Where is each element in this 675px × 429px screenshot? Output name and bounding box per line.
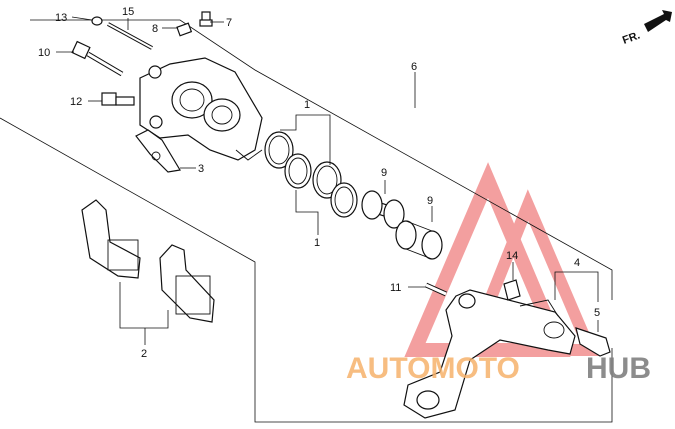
callout-2: 2: [141, 348, 147, 360]
callout-6: 6: [411, 61, 417, 73]
callout-12: 12: [70, 96, 82, 108]
watermark-text: AUTOMOTO HUB: [346, 352, 651, 385]
watermark-text-part1: AUTOMOTO: [346, 352, 520, 385]
callout-5: 5: [594, 307, 600, 319]
front-direction-arrow-icon: [644, 10, 672, 32]
callout-11: 11: [390, 282, 401, 294]
callout-10: 10: [38, 47, 50, 59]
watermark-logo: [404, 162, 600, 357]
part-bracket[interactable]: [403, 289, 576, 419]
part-plug-14[interactable]: [91, 16, 103, 26]
callout-7: 7: [226, 17, 232, 29]
callout-1-top: 1: [304, 99, 310, 111]
callout-3: 3: [198, 163, 204, 175]
part-bolt-12[interactable]: [101, 92, 135, 106]
part-seals-1[interactable]: [264, 131, 358, 218]
assembly-outline-top: [30, 19, 613, 300]
part-clip-4-5[interactable]: [575, 327, 611, 357]
direction-label: FR.: [621, 29, 642, 46]
callout-8: 8: [152, 23, 158, 35]
part-piston-9a[interactable]: [361, 190, 405, 229]
callout-9-a: 9: [381, 167, 387, 179]
callout-1-bottom: 1: [314, 237, 320, 249]
callout-15: 15: [122, 6, 134, 18]
callout-13: 14: [506, 250, 518, 262]
watermark-text-part2: HUB: [586, 352, 651, 385]
leader-lines: [56, 16, 599, 345]
callout-4: 4: [574, 257, 580, 269]
callout-labels: 13 15 8 7 10 6 12 1 3 9 9 1 14 4 11 5 2: [38, 6, 600, 360]
callout-14: 13: [55, 12, 67, 24]
part-spring-3[interactable]: [135, 129, 181, 173]
part-pin-15[interactable]: [107, 22, 153, 50]
part-caliper-body[interactable]: [139, 57, 263, 161]
part-boot-13[interactable]: [503, 279, 521, 301]
part-fitting-8[interactable]: [176, 22, 193, 37]
part-brake-pad-2a[interactable]: [81, 199, 141, 279]
part-bolt-10[interactable]: [71, 40, 124, 77]
assembly-outline: [0, 117, 613, 423]
part-piston-9b[interactable]: [395, 220, 443, 260]
part-stud-11[interactable]: [424, 282, 448, 297]
callout-9-b: 9: [427, 195, 433, 207]
part-bleeder-7[interactable]: [199, 11, 213, 27]
part-brake-pad-2b[interactable]: [159, 244, 215, 323]
